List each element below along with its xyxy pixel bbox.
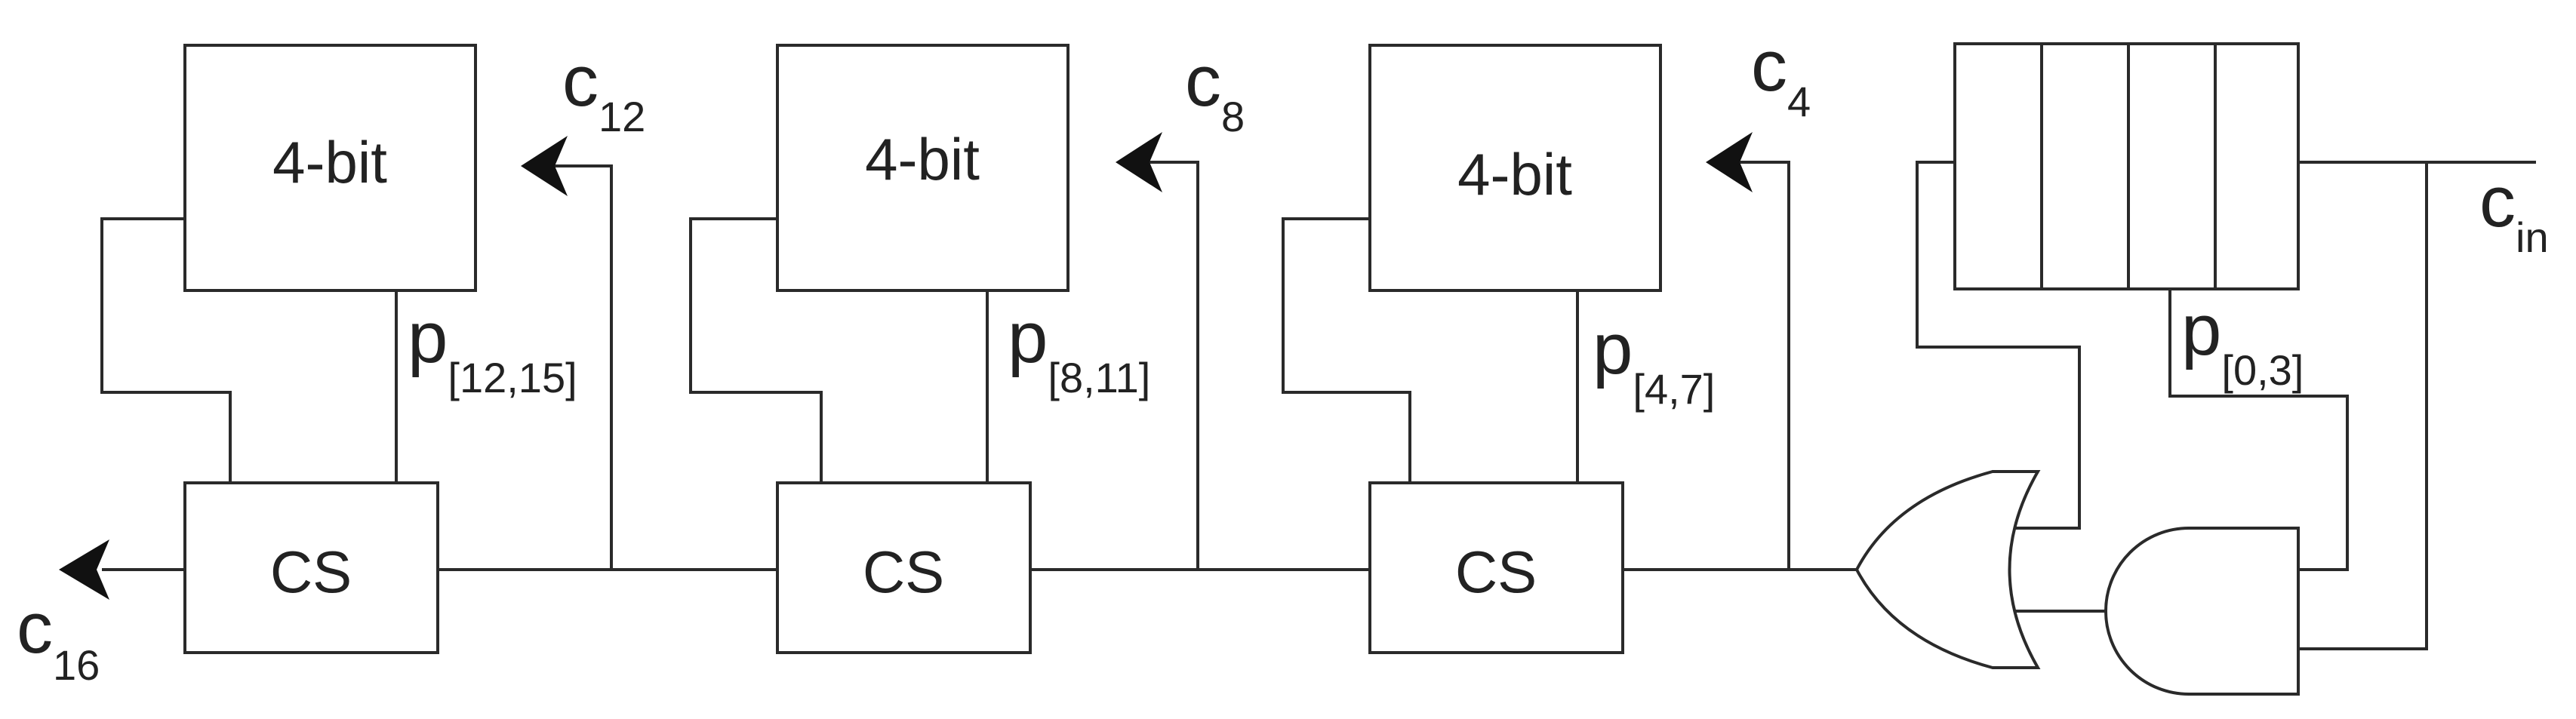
first-stage: cin p[0,3] [1854, 42, 2549, 696]
or-gate [1854, 470, 2041, 669]
carry-select-box [776, 481, 1032, 654]
four-bit-adder-box [1368, 44, 1662, 292]
generate-wire [1916, 161, 2081, 530]
carry-select-label: CS [270, 539, 352, 605]
adder-carry-wire [100, 217, 232, 483]
propagate-label: p[8,11] [1008, 297, 1150, 401]
adder-carry-wire [1282, 217, 1411, 483]
carry-in-wire [1138, 161, 1199, 570]
adder-stage-12-15: 4-bit CS c12 p[12,15] [100, 41, 645, 654]
adder-stage-8-11: 4-bit CS c8 p[8,11] [689, 41, 1245, 654]
and-gate [2104, 527, 2300, 696]
propagate-label: p[0,3] [2181, 290, 2304, 394]
carry-out-label: c16 [17, 588, 100, 689]
carry-in-to-and-wire [2298, 162, 2428, 650]
adder-label: 4-bit [865, 126, 980, 192]
carry-in-label: cin [2479, 161, 2549, 261]
carry-out-arrowhead [59, 539, 109, 600]
four-bit-adder-box [183, 44, 477, 292]
carry-in-wire [543, 164, 613, 570]
carry-in-label: c4 [1751, 26, 1811, 125]
carry-in-arrowhead [1706, 132, 1753, 192]
adder-stage-4-7: 4-bit CS c4 p[4,7] [1282, 26, 1811, 654]
carry-in-arrowhead [1116, 132, 1162, 192]
carry-in-arrowhead [521, 136, 568, 196]
adder-label: 4-bit [272, 129, 387, 195]
propagate-label: p[12,15] [408, 297, 577, 401]
propagate-wire [2168, 289, 2349, 571]
carry-in-wire [1728, 161, 1790, 570]
adder-carry-wire [689, 217, 823, 483]
four-bit-adder-box [776, 44, 1069, 292]
propagate-label: p[4,7] [1593, 309, 1715, 413]
carry-select-label: CS [1455, 539, 1537, 605]
carry-in-label: c12 [562, 41, 645, 140]
adder-label: 4-bit [1457, 141, 1572, 207]
carry-select-box [1368, 481, 1624, 654]
carry-select-box [183, 481, 439, 654]
carry-in-label: c8 [1185, 41, 1245, 140]
carry-select-label: CS [863, 539, 944, 605]
ripple-cells-box [1953, 42, 2300, 290]
